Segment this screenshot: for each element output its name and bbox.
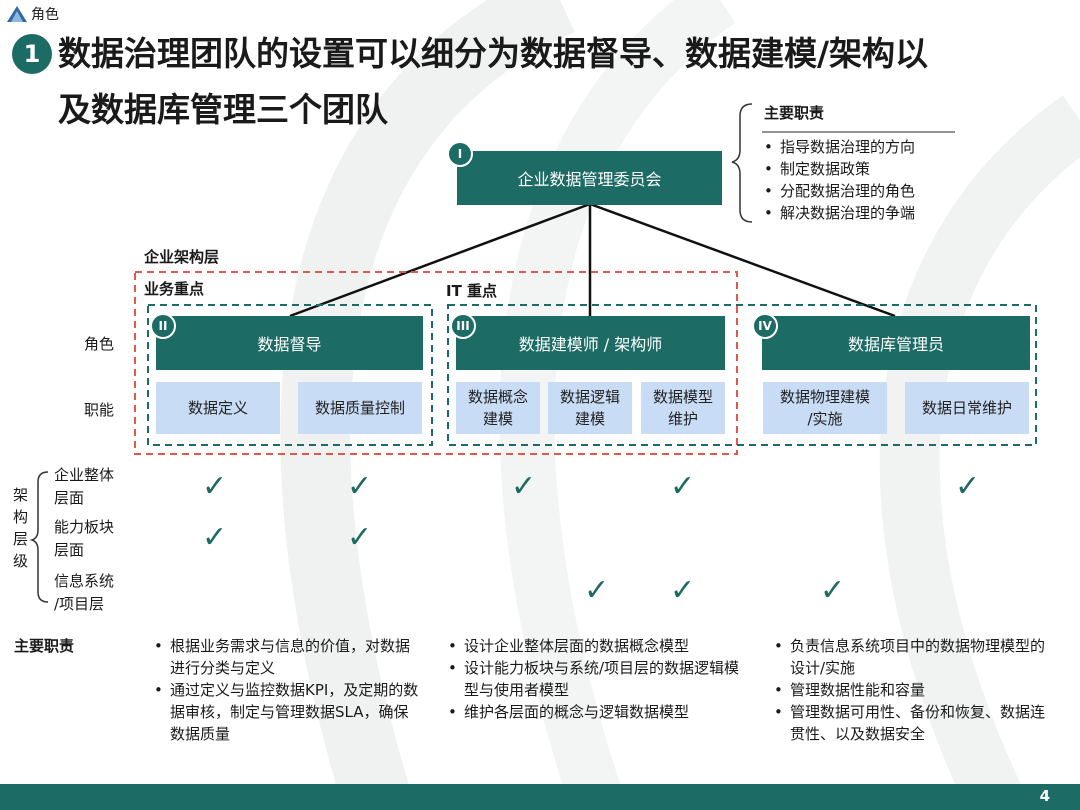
team-name: 数据建模师 / 架构师: [518, 335, 663, 354]
committee-duties-title: 主要职责: [764, 104, 825, 122]
committee-label: 企业数据管理委员会: [517, 170, 662, 189]
responsibilities-title: 主要职责: [14, 637, 75, 655]
function-box: 数据定义: [156, 382, 280, 434]
row-label-role: 角色: [84, 335, 115, 353]
committee-duty-item: 分配数据治理的角色: [764, 180, 1004, 202]
team-data-modeler-box: 数据建模师 / 架构师: [456, 316, 725, 370]
function-label: 数据日常维护: [921, 399, 1012, 417]
responsibility-item: 设计企业整体层面的数据概念模型: [448, 635, 740, 657]
check-icon: ✓: [202, 469, 228, 504]
function-box: 数据质量控制: [298, 382, 422, 434]
roman-badge-IV: IV: [752, 313, 778, 339]
check-icon: ✓: [820, 573, 846, 608]
check-icon: ✓: [202, 520, 228, 555]
section-tag: 角色: [6, 4, 59, 24]
arch-level-title: 架构层级: [13, 486, 29, 570]
responsibility-item: 管理数据性能和容量: [774, 679, 1054, 701]
roman-badge-I: I: [447, 141, 473, 167]
function-box: 数据物理建模 /实施: [763, 382, 887, 434]
function-label: 数据模型 维护: [652, 388, 713, 428]
check-icon: ✓: [347, 469, 373, 504]
function-box: 数据日常维护: [905, 382, 1029, 434]
function-label: 数据物理建模 /实施: [779, 388, 870, 428]
it-focus-label: IT 重点: [446, 282, 498, 300]
committee-duty-item: 解决数据治理的争端: [764, 202, 1004, 224]
responsibilities-list-modeler: 设计企业整体层面的数据概念模型 设计能力板块与系统/项目层的数据逻辑模型与使用者…: [448, 635, 740, 723]
responsibility-item: 管理数据可用性、备份和恢复、数据连贯性、以及数据安全: [774, 701, 1054, 745]
logo-icon: [7, 6, 27, 22]
page-number: 4: [1039, 787, 1050, 805]
responsibility-item: 通过定义与监控数据KPI，及定期的数据审核，制定与管理数据SLA，确保数据质量: [154, 679, 422, 745]
check-icon: ✓: [584, 573, 610, 608]
function-label: 数据逻辑 建模: [559, 388, 620, 428]
team-data-stewardship-box: 数据督导: [156, 316, 423, 370]
function-label: 数据概念 建模: [467, 388, 528, 428]
function-box: 数据模型 维护: [641, 382, 725, 434]
arch-level-enterprise: 企业整体 层面: [54, 466, 115, 507]
roman-badge-II: II: [150, 313, 176, 339]
responsibility-item: 设计能力板块与系统/项目层的数据逻辑模型与使用者模型: [448, 657, 740, 701]
arch-level-system: 信息系统 /项目层: [54, 572, 115, 613]
committee-duty-item: 指导数据治理的方向: [764, 136, 1004, 158]
function-box: 数据逻辑 建模: [548, 382, 632, 434]
function-box: 数据概念 建模: [456, 382, 540, 434]
team-name: 数据督导: [257, 335, 322, 354]
team-name: 数据库管理员: [847, 335, 944, 354]
page-title: 数据治理团队的设置可以细分为数据督导、数据建模/架构以及数据库管理三个团队: [58, 34, 929, 129]
team-dba-box: 数据库管理员: [762, 316, 1030, 370]
responsibility-item: 根据业务需求与信息的价值，对数据进行分类与定义: [154, 635, 422, 679]
check-icon: ✓: [347, 520, 373, 555]
arch-level-capability: 能力板块 层面: [54, 518, 115, 559]
check-icon: ✓: [670, 469, 696, 504]
responsibility-item: 负责信息系统项目中的数据物理模型的设计/实施: [774, 635, 1054, 679]
function-label: 数据定义: [187, 399, 248, 417]
committee-duties-list: 指导数据治理的方向 制定数据政策 分配数据治理的角色 解决数据治理的争端: [764, 136, 1004, 224]
check-icon: ✓: [670, 573, 696, 608]
business-focus-label: 业务重点: [144, 280, 205, 298]
responsibilities-list-stewardship: 根据业务需求与信息的价值，对数据进行分类与定义 通过定义与监控数据KPI，及定期…: [154, 635, 422, 745]
responsibilities-list-dba: 负责信息系统项目中的数据物理模型的设计/实施 管理数据性能和容量 管理数据可用性…: [774, 635, 1054, 745]
enterprise-arch-label: 企业架构层: [144, 248, 220, 266]
roman-badge-III: III: [450, 313, 476, 339]
row-label-function: 职能: [84, 401, 115, 419]
footer-bar: [0, 784, 1080, 810]
check-icon: ✓: [511, 469, 537, 504]
committee-box: 企业数据管理委员会: [457, 151, 722, 205]
committee-duty-item: 制定数据政策: [764, 158, 1004, 180]
title-number-badge: 1: [12, 34, 52, 74]
section-tag-label: 角色: [31, 7, 59, 23]
function-label: 数据质量控制: [314, 399, 405, 417]
responsibility-item: 维护各层面的概念与逻辑数据模型: [448, 701, 740, 723]
check-icon: ✓: [955, 469, 981, 504]
